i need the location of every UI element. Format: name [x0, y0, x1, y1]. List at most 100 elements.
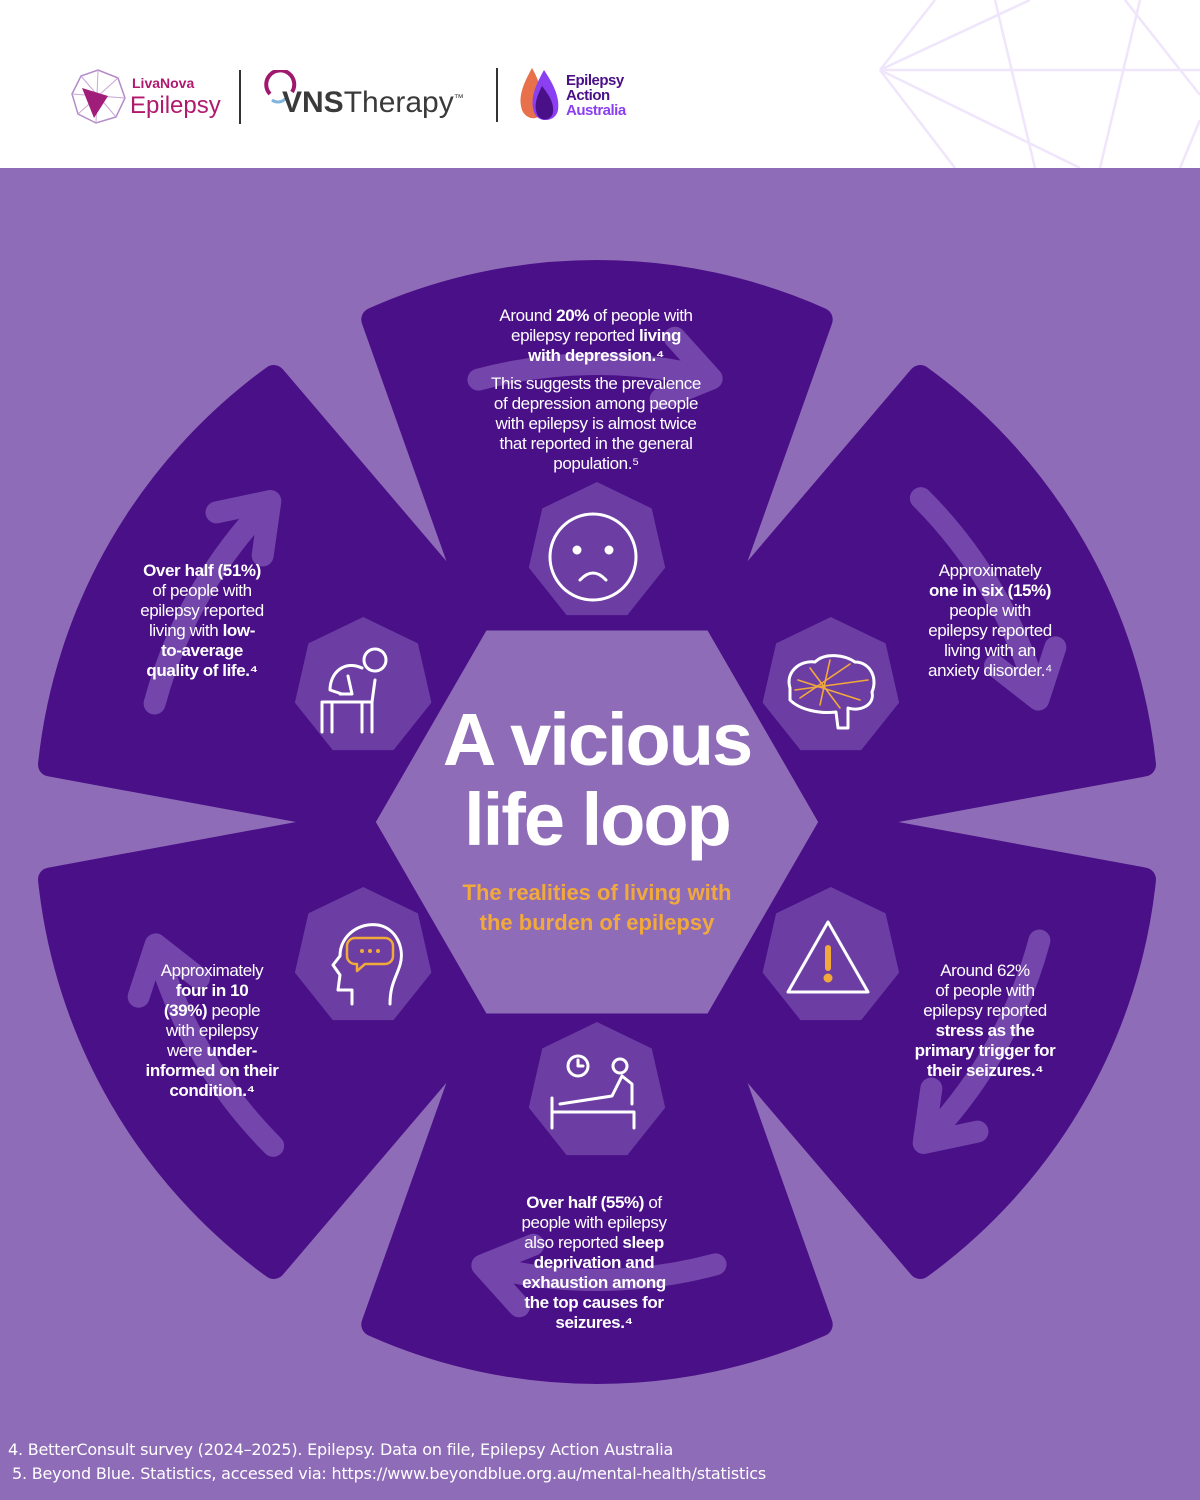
decorative-lattice	[879, 0, 1200, 168]
text-line: (39%) people	[146, 1001, 279, 1021]
header: LivaNova Epilepsy VNSTherapy™ Epilepsy A…	[0, 0, 1200, 168]
text-run: Approximately	[938, 561, 1042, 580]
text-line: people with epilepsy	[521, 1213, 667, 1233]
segment-depression	[361, 260, 833, 631]
arrow-head	[912, 1077, 989, 1155]
text-line: epilepsy reported living	[491, 326, 701, 346]
text-run: of people with	[588, 306, 693, 325]
divider	[239, 70, 241, 124]
vns-swirl-icon	[264, 70, 297, 104]
text-line: quality of life.⁴	[140, 661, 264, 681]
text-run: epilepsy reported	[140, 601, 264, 620]
text-line: Over half (51%)	[140, 561, 264, 581]
text-run: living with an	[944, 641, 1036, 660]
text-line: anxiety disorder.⁴	[928, 661, 1052, 681]
text-line: were under-	[146, 1041, 279, 1061]
arrow-head	[984, 636, 1067, 711]
vns-tm: ™	[453, 93, 464, 104]
text-line: Around 62%	[915, 961, 1056, 981]
emphasis-text: under-	[206, 1041, 258, 1060]
brain-icon	[787, 654, 876, 730]
text-line: epilepsy reported	[140, 601, 264, 621]
emphasis-text: seizures.⁴	[555, 1313, 633, 1332]
arrow-head	[471, 1233, 545, 1318]
eaa-line3: Australia	[566, 102, 626, 119]
emphasis-text: exhaustion among	[522, 1273, 666, 1292]
text-line: also reported sleep	[521, 1233, 666, 1253]
text-line: exhaustion among	[521, 1273, 666, 1293]
emphasis-text: their seizures.⁴	[926, 1061, 1044, 1080]
arrow-head	[649, 326, 723, 411]
text-run: people	[207, 1001, 261, 1020]
divider	[496, 68, 498, 122]
text-line: to-average	[140, 641, 264, 661]
text-run: were	[166, 1041, 207, 1060]
text-line: Approximately	[928, 561, 1052, 581]
text-run: epilepsy reported	[511, 326, 639, 345]
text-run: that reported in the general	[499, 434, 693, 453]
emphasis-text: primary trigger for	[914, 1041, 1056, 1060]
emphasis-text: 20%	[556, 306, 589, 325]
eaa-flame-icon	[520, 68, 559, 121]
subtitle-line-2: the burden of epilepsy	[479, 910, 715, 935]
livanova-sub: Epilepsy	[130, 92, 221, 119]
cycle-arrow	[909, 487, 1046, 700]
text-run: people with epilepsy	[521, 1213, 667, 1232]
text-line: with epilepsy	[146, 1021, 279, 1041]
sad-face-icon	[548, 512, 638, 602]
icon-heptagon	[528, 1022, 666, 1156]
footnote-4: 4. BetterConsult survey (2024–2025). Epi…	[8, 1440, 674, 1459]
text-line: Over half (55%) of	[521, 1193, 666, 1213]
text-run: of	[644, 1193, 662, 1212]
text-run: of people with	[152, 581, 252, 600]
text-line: population.⁵	[491, 454, 701, 474]
text-run: people with	[949, 601, 1031, 620]
text-run: anxiety disorder.⁴	[928, 661, 1052, 680]
warning-icon	[786, 920, 870, 994]
text-line: stress as the	[915, 1021, 1056, 1041]
emphasis-text: sleep	[622, 1233, 664, 1252]
emphasis-text: four in 10	[175, 981, 249, 1000]
emphasis-text: one in six (15%)	[928, 581, 1052, 600]
text-line: with epilepsy is almost twice	[491, 414, 701, 434]
text-run: Around	[499, 306, 557, 325]
text-line: of people with	[140, 581, 264, 601]
cycle-arrow	[467, 353, 712, 391]
text-run: living with	[148, 621, 223, 640]
text-line: Around 20% of people with	[491, 306, 701, 326]
text-line: deprivation and	[521, 1253, 666, 1273]
text-line: the top causes for	[521, 1293, 666, 1313]
emphasis-text: stress as the	[935, 1021, 1035, 1040]
cycle-arrow	[920, 929, 1051, 1146]
text-run: population.⁵	[553, 454, 639, 473]
text-line: one in six (15%)	[928, 581, 1052, 601]
distressed-person-icon	[320, 647, 388, 734]
text-run: also reported	[524, 1233, 623, 1252]
subtitle: The realities of living with the burden …	[463, 878, 732, 938]
icon-heptagon	[294, 887, 432, 1021]
text-run: This suggests the prevalence	[491, 374, 701, 393]
icon-heptagon	[294, 617, 432, 751]
text-line: epilepsy reported	[915, 1001, 1056, 1021]
icon-heptagon	[762, 617, 900, 751]
text-line: primary trigger for	[915, 1041, 1056, 1061]
text-line	[491, 366, 701, 374]
head-speech-icon	[331, 923, 403, 1006]
text-line: epilepsy reported	[928, 621, 1052, 641]
emphasis-text: living	[638, 326, 681, 345]
text-run: epilepsy reported	[923, 1001, 1047, 1020]
livanova-brand: LivaNova	[132, 75, 195, 91]
footnote-5: 5. Beyond Blue. Statistics, accessed via…	[12, 1464, 767, 1483]
eaa-line2: Action	[566, 87, 610, 104]
bed-clock-icon	[550, 1054, 636, 1130]
emphasis-text: quality of life.⁴	[146, 661, 258, 680]
text-line: four in 10	[146, 981, 279, 1001]
emphasis-text: Over half (51%)	[143, 561, 261, 580]
emphasis-text: low-	[222, 621, 256, 640]
